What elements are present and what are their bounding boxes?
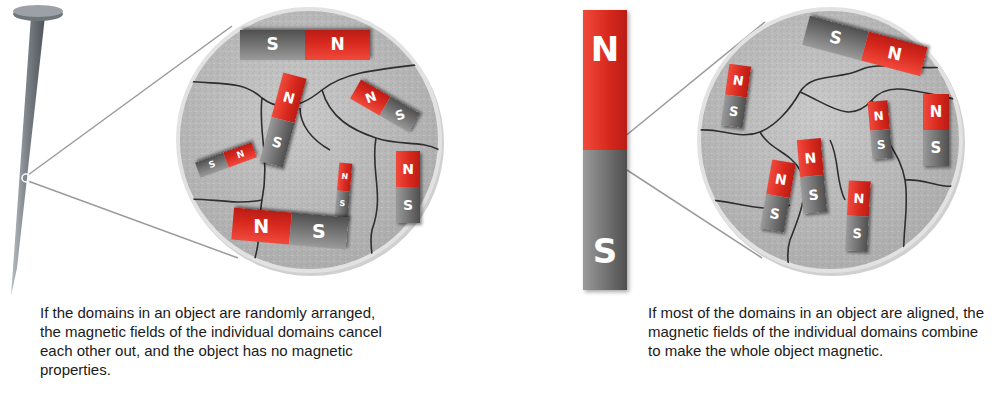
north-half: N <box>231 207 291 244</box>
pole-letter: N <box>330 37 344 54</box>
pole-letter: S <box>339 199 345 207</box>
north-half: N <box>861 32 928 77</box>
pole-letter: N <box>774 171 788 187</box>
pole-letter: N <box>930 105 943 120</box>
magnetic-domain: NS <box>721 64 751 128</box>
south-half: S <box>583 150 627 290</box>
pole-letter: S <box>312 221 326 240</box>
north-half: N <box>583 10 627 150</box>
pole-letter: N <box>341 172 348 181</box>
pole-letter: N <box>732 73 745 87</box>
pole-letter: S <box>403 198 413 212</box>
north-half: N <box>923 94 949 130</box>
pole-letter: S <box>593 234 618 268</box>
caption: If the domains in an object are randomly… <box>40 303 385 379</box>
north-half: N <box>725 64 751 98</box>
pole-letter: S <box>270 134 283 150</box>
magnetic-domain: NS <box>396 151 420 223</box>
pole-letter: S <box>931 141 942 156</box>
pole-letter: N <box>402 162 414 176</box>
magnetic-domain: NS <box>797 138 827 214</box>
south-half: S <box>870 129 892 160</box>
south-half: S <box>802 16 869 61</box>
pole-letter: N <box>804 150 817 165</box>
zoom-disc <box>178 9 444 276</box>
pole-letter: N <box>363 90 378 106</box>
north-half: N <box>305 30 370 60</box>
pole-letter: N <box>886 44 903 64</box>
north-half: N <box>797 138 824 177</box>
north-half: N <box>396 151 420 187</box>
pole-letter: S <box>876 138 886 151</box>
bar-magnet: NS <box>583 10 627 290</box>
pole-letter: N <box>253 216 269 235</box>
magnetic-domain: NS <box>231 207 348 249</box>
pole-letter: S <box>828 29 844 48</box>
magnetic-domain: SN <box>240 30 370 60</box>
magnetic-domain: NS <box>334 162 352 218</box>
pole-letter: S <box>393 107 406 122</box>
south-half: S <box>923 130 949 166</box>
south-half: S <box>396 187 420 223</box>
south-half: S <box>845 215 869 251</box>
pole-letter: S <box>728 104 739 118</box>
north-half: N <box>847 180 871 216</box>
magnetic-domain: NS <box>760 159 796 232</box>
magnetic-domain: NS <box>923 94 949 166</box>
north-half: N <box>271 72 306 123</box>
pole-letter: S <box>852 227 862 240</box>
south-half: S <box>760 194 790 233</box>
magnetic-domain: SN <box>802 16 928 77</box>
magnetic-domain: SN <box>195 142 257 178</box>
pole-letter: N <box>873 109 884 122</box>
zoom-disc <box>699 9 965 276</box>
north-half: N <box>223 142 257 167</box>
pole-letter: N <box>853 192 865 206</box>
magnetic-domain: NS <box>845 180 871 251</box>
magnetic-domain: NS <box>350 79 420 132</box>
caption: If most of the domains in an object are … <box>648 303 993 360</box>
nail <box>11 5 63 296</box>
south-half: S <box>289 212 349 249</box>
pole-letter: N <box>591 32 619 66</box>
south-half: S <box>334 189 349 218</box>
pole-letter: N <box>281 90 296 107</box>
north-half: N <box>766 159 796 198</box>
south-half: S <box>800 175 827 214</box>
north-half: N <box>868 100 890 131</box>
pole-letter: S <box>808 187 819 202</box>
pole-letter: S <box>769 205 781 221</box>
pole-letter: S <box>266 37 278 54</box>
pole-letter: S <box>207 160 216 171</box>
north-half: N <box>337 162 352 191</box>
south-half: S <box>240 30 305 60</box>
magnetic-domain: NS <box>260 72 307 167</box>
south-half: S <box>260 117 295 168</box>
magnetic-domain: NS <box>868 100 893 160</box>
pole-letter: N <box>235 149 245 160</box>
south-half: S <box>721 94 747 128</box>
